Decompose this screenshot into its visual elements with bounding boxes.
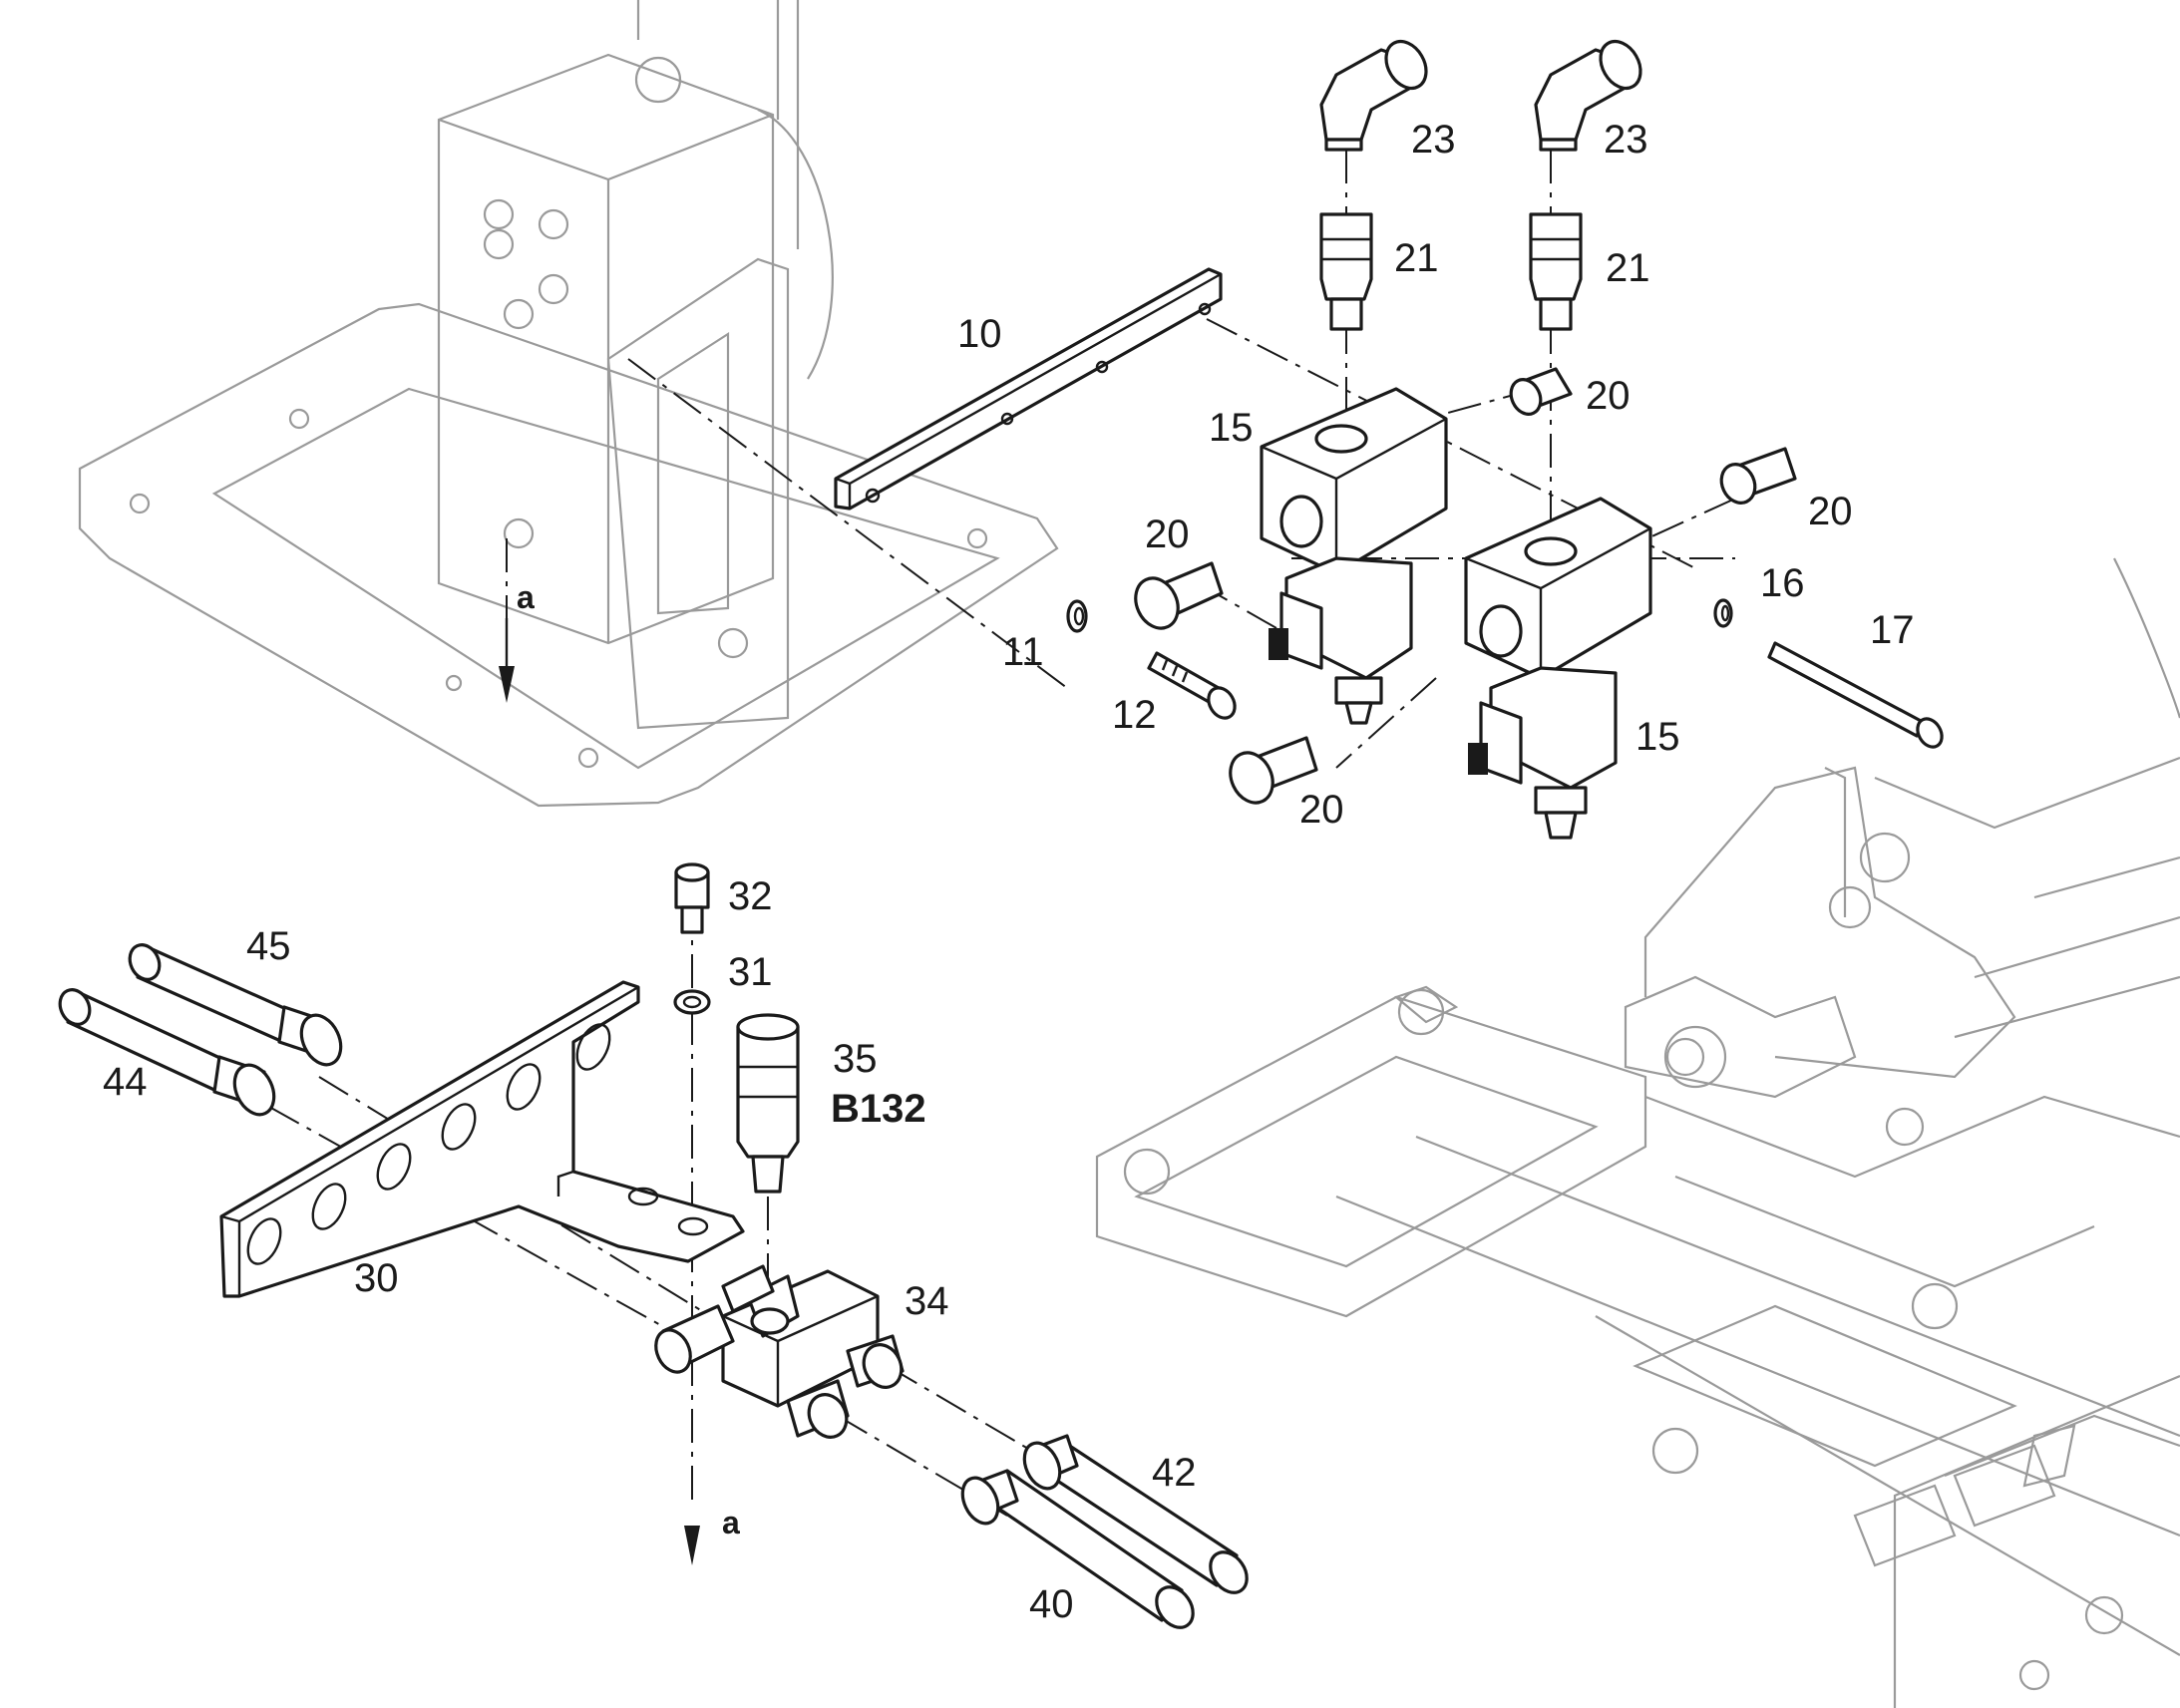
callout-15-left: 15 <box>1209 406 1254 450</box>
part-45-hose <box>128 943 343 1067</box>
callout-17: 17 <box>1870 608 1915 652</box>
callout-15-right: 15 <box>1635 715 1680 759</box>
part-20-fitting-d <box>1229 736 1318 805</box>
part-20-fitting-b <box>1134 561 1224 630</box>
part-21-adapter-right <box>1529 212 1583 331</box>
callout-31: 31 <box>728 950 773 994</box>
callout-21-left: 21 <box>1394 236 1439 280</box>
part-34-tee-block <box>654 1264 905 1439</box>
part-21-adapter-left <box>1319 212 1373 331</box>
view-arrow-bottom <box>684 1526 700 1565</box>
part-40-hose <box>960 1469 1195 1629</box>
callout-32: 32 <box>728 874 773 918</box>
part-15-valve-left <box>1260 387 1448 725</box>
part-23-elbow-left <box>1319 39 1428 152</box>
part-31-washer <box>673 989 711 1015</box>
part-17-bolt <box>1767 641 1944 749</box>
part-11-washer <box>1066 599 1088 633</box>
valve-block-ghost <box>437 0 834 730</box>
part-12-screw <box>1147 651 1237 720</box>
mounting-plate-ghost <box>78 302 1059 808</box>
callout-44: 44 <box>103 1060 148 1104</box>
callout-12: 12 <box>1112 693 1157 737</box>
part-20-fitting-a <box>1509 367 1573 416</box>
callout-20-c: 20 <box>1808 490 1853 533</box>
callout-11: 11 <box>1002 630 1044 674</box>
callout-20-d: 20 <box>1299 788 1344 832</box>
callout-23-left: 23 <box>1411 118 1456 162</box>
assembly-center-lines <box>268 150 1736 1517</box>
callout-16: 16 <box>1760 561 1805 605</box>
part-44-hose <box>58 988 276 1117</box>
callout-23-right: 23 <box>1604 118 1648 162</box>
part-35-sensor-b132 <box>736 1013 800 1194</box>
view-arrow-top <box>499 618 515 703</box>
part-10-bar <box>834 267 1223 511</box>
part-16-washer <box>1713 598 1733 628</box>
callout-20-a: 20 <box>1586 374 1631 418</box>
callout-45: 45 <box>246 924 291 968</box>
callout-34: 34 <box>905 1279 949 1323</box>
callout-35: 35 <box>833 1037 878 1081</box>
part-30-bracket <box>219 980 745 1298</box>
callout-10: 10 <box>957 312 1002 356</box>
callout-42: 42 <box>1152 1451 1197 1495</box>
view-mark-top: a <box>517 579 535 615</box>
callout-30: 30 <box>354 1256 399 1300</box>
view-mark-bottom: a <box>722 1505 740 1540</box>
callout-21-right: 21 <box>1606 246 1650 290</box>
part-23-elbow-right <box>1534 39 1642 152</box>
part-20-fitting-c <box>1719 447 1797 505</box>
part-42-hose <box>1022 1434 1249 1594</box>
part-32-screw <box>674 862 710 934</box>
callout-20-b: 20 <box>1145 512 1190 556</box>
part-15-valve-right <box>1464 497 1652 840</box>
machine-frame-ghost <box>1095 557 2180 1708</box>
callout-b132: B132 <box>831 1087 926 1131</box>
callout-40: 40 <box>1029 1582 1074 1626</box>
